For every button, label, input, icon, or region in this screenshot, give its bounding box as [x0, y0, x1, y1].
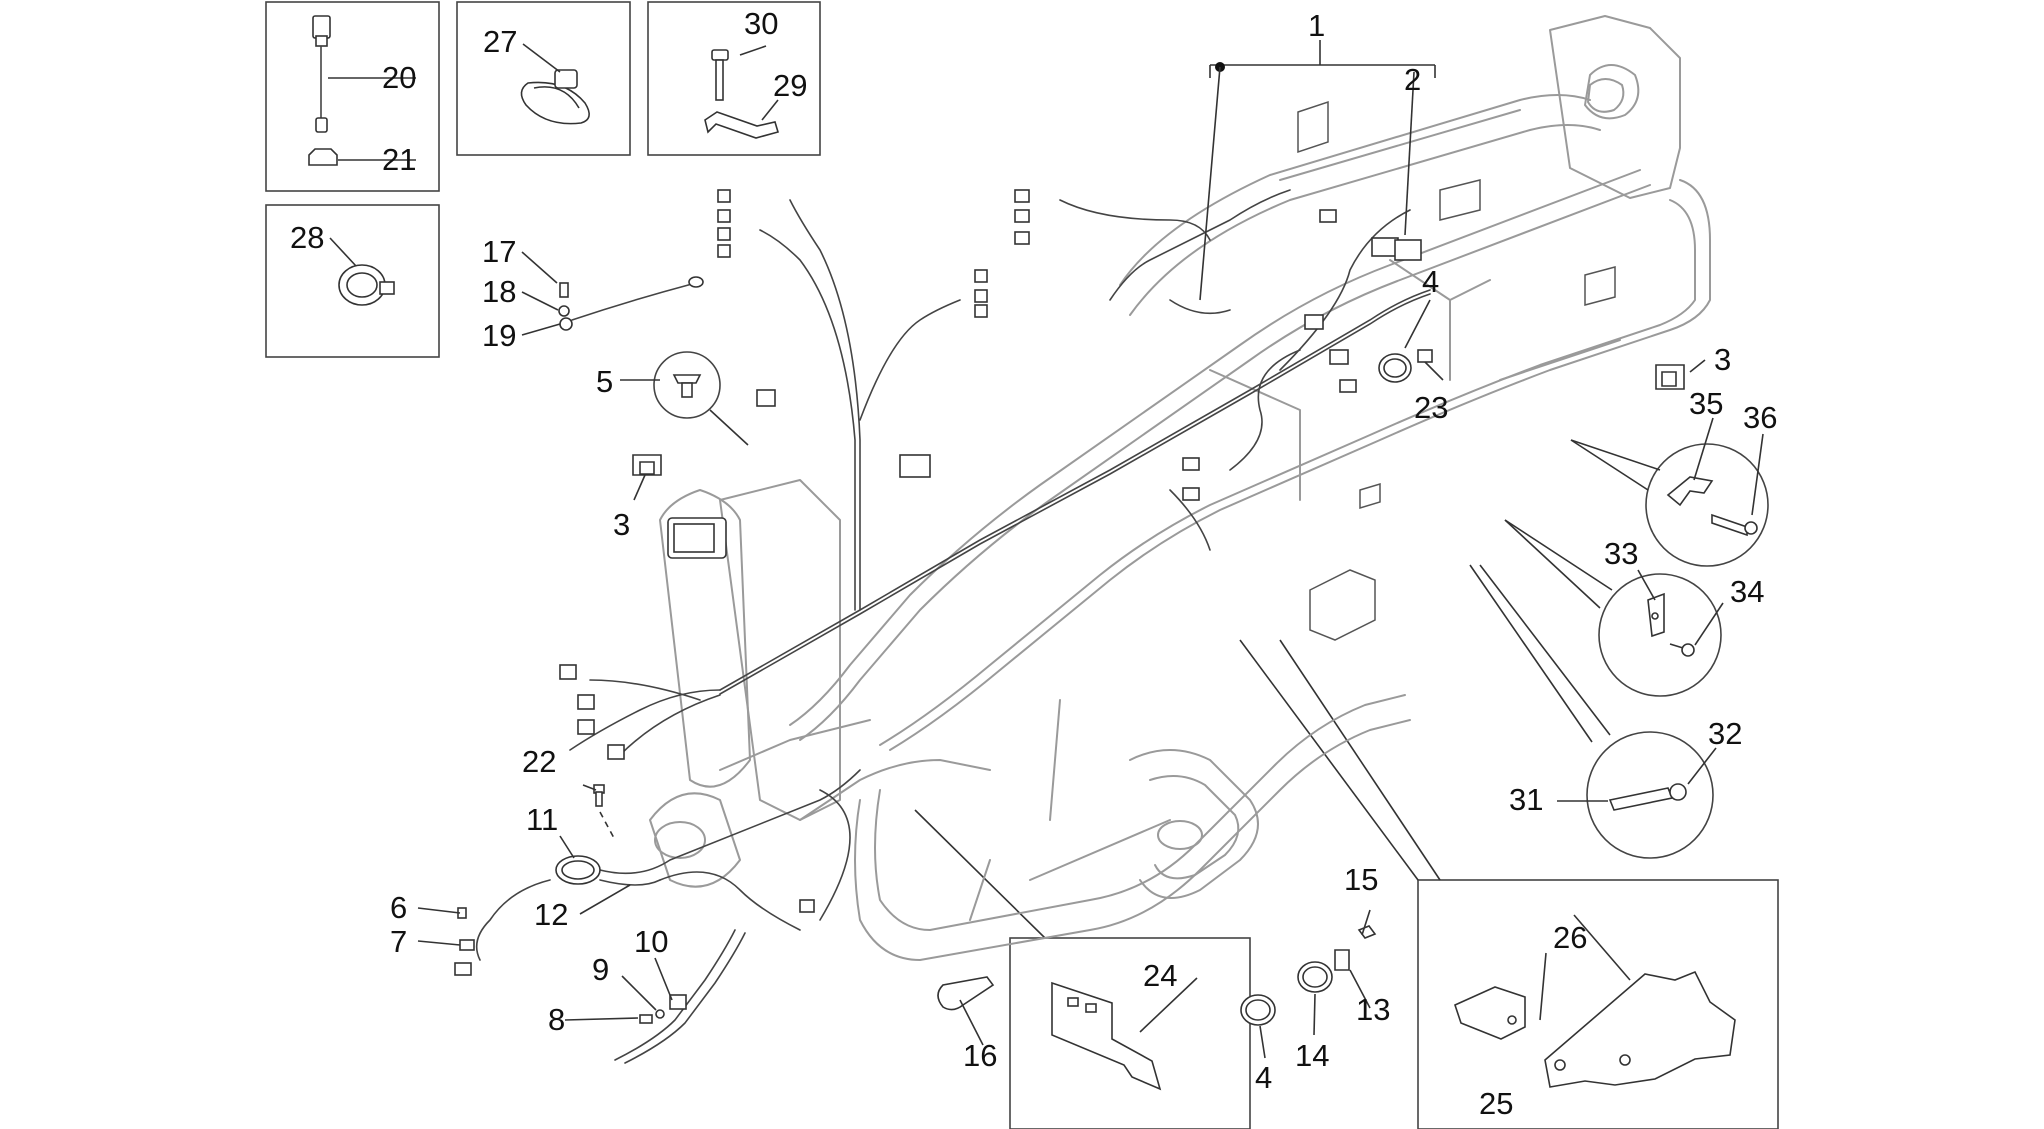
- callout-19: 19: [482, 318, 516, 353]
- callout-36: 36: [1743, 400, 1777, 435]
- callout-20: 20: [382, 60, 416, 95]
- inset-box-28: [265, 204, 440, 358]
- callout-6: 6: [390, 890, 407, 925]
- callout-29: 29: [773, 68, 807, 103]
- callout-18: 18: [482, 274, 516, 309]
- inset-box-27: [456, 1, 631, 156]
- callout-3-right: 3: [1714, 342, 1731, 377]
- detail-circle-31-32: [1469, 564, 1714, 859]
- callout-4-lower: 4: [1255, 1060, 1272, 1095]
- inset-box-24: [914, 809, 1251, 1129]
- callout-15: 15: [1344, 862, 1378, 897]
- callout-31: 31: [1509, 782, 1543, 817]
- inset-box-29-30: [647, 1, 821, 156]
- callout-25: 25: [1479, 1086, 1513, 1121]
- callout-24: 24: [1143, 958, 1177, 993]
- callout-35: 35: [1689, 386, 1723, 421]
- callout-32: 32: [1708, 716, 1742, 751]
- callout-17: 17: [482, 234, 516, 269]
- wiring-harness: [559, 189, 1433, 921]
- detail-circle-33-34: [1504, 519, 1722, 697]
- callout-23: 23: [1414, 390, 1448, 425]
- callout-16: 16: [963, 1038, 997, 1073]
- callout-4-upper: 4: [1422, 264, 1439, 299]
- callout-11: 11: [526, 802, 558, 837]
- callout-labels: 1 2 3 3 4 4 5 6 7 8 9 10 11 12 13 14 15 …: [290, 6, 1777, 1121]
- detail-circle-35-36: [1570, 439, 1769, 567]
- callout-34: 34: [1730, 574, 1764, 609]
- callout-13: 13: [1356, 992, 1390, 1027]
- callout-14: 14: [1295, 1038, 1329, 1073]
- callout-21: 21: [382, 142, 416, 177]
- inset-box-25-26: [1239, 639, 1779, 1129]
- callout-10: 10: [634, 924, 668, 959]
- harness-bracket-1: [1199, 40, 1436, 301]
- callout-5: 5: [596, 364, 613, 399]
- callout-3-left: 3: [613, 507, 630, 542]
- leader-lines: [328, 43, 1764, 1059]
- callout-26: 26: [1553, 920, 1587, 955]
- callout-27: 27: [483, 24, 517, 59]
- callout-9: 9: [592, 952, 609, 987]
- callout-1: 1: [1308, 8, 1325, 43]
- loose-parts: [454, 239, 1685, 1064]
- callout-28: 28: [290, 220, 324, 255]
- callout-12: 12: [534, 897, 568, 932]
- callout-7: 7: [390, 924, 407, 959]
- steering-column: [649, 479, 841, 888]
- scooter-frame: [719, 15, 1711, 961]
- callout-8: 8: [548, 1002, 565, 1037]
- callout-22: 22: [522, 744, 556, 779]
- callout-30: 30: [744, 6, 778, 41]
- callout-33: 33: [1604, 536, 1638, 571]
- callout-2: 2: [1404, 62, 1421, 97]
